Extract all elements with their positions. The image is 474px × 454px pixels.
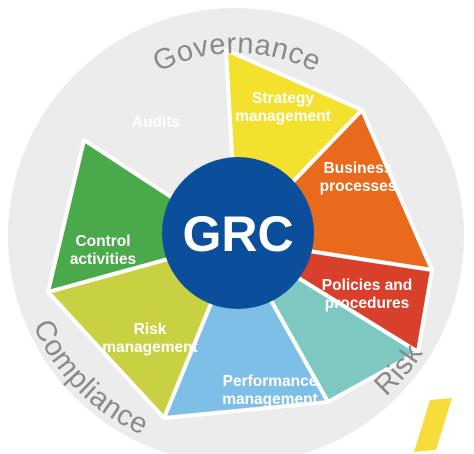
segment-label-line: management bbox=[222, 391, 318, 408]
segment-label-line: processes bbox=[320, 178, 397, 195]
segment-label-line: management bbox=[102, 339, 198, 356]
segment-control-activities bbox=[46, 138, 239, 294]
segment-label-line: Strategy bbox=[252, 90, 314, 107]
segment-label-line: Control bbox=[75, 233, 130, 250]
segment-label-line: management bbox=[235, 108, 331, 125]
center-hub bbox=[162, 157, 314, 309]
accent-mark bbox=[414, 398, 452, 452]
segment-label-line: procedures bbox=[325, 295, 409, 312]
segment-label-line: Business bbox=[324, 160, 393, 177]
segment-label-audits: Audits bbox=[132, 114, 180, 131]
segment-label-line: Risk bbox=[134, 321, 167, 338]
hub-label: GRC bbox=[182, 206, 293, 262]
segment-label-line: activities bbox=[70, 251, 136, 268]
segment-label-line: Policies and bbox=[322, 277, 412, 294]
segment-label-line: Performance bbox=[223, 373, 318, 390]
segment-label-line: Audits bbox=[132, 114, 180, 131]
